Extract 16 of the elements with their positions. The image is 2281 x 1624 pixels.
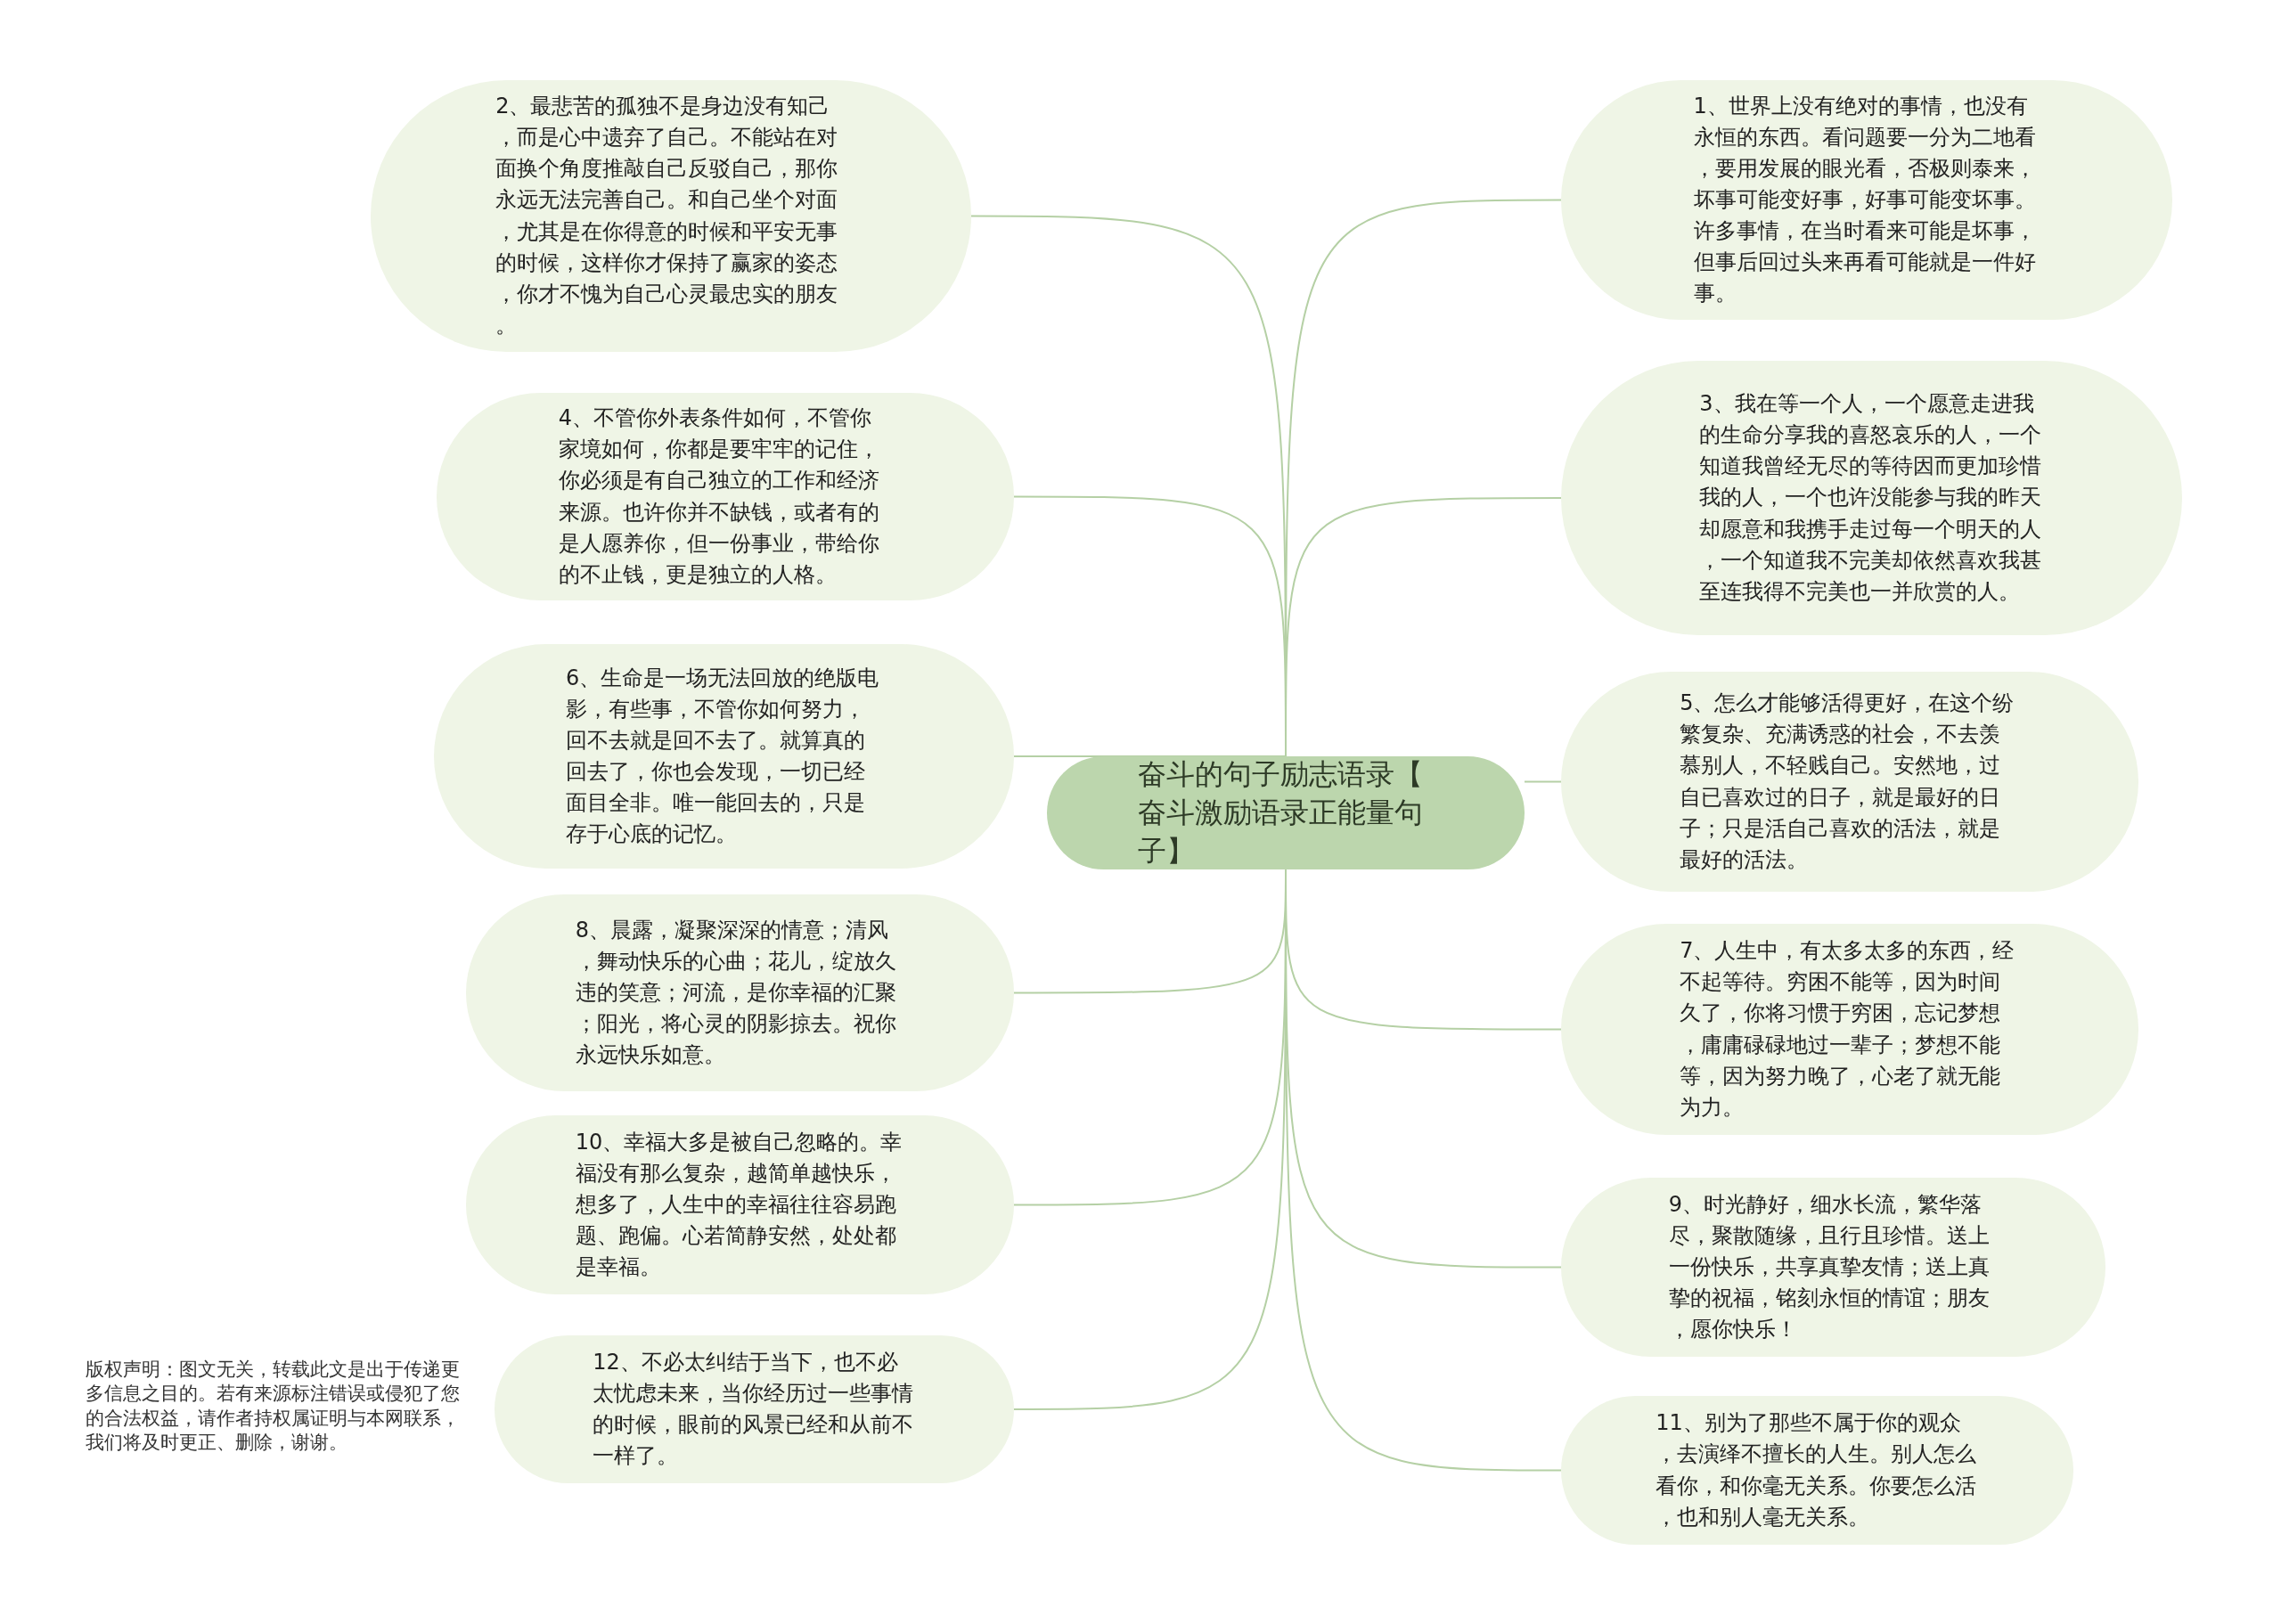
quote-text: 2、最悲苦的孤独不是身边没有知己，而是心中遗弃了自己。不能站在对面换个角度推敲自己反驳自己，那你永远无法完善自己。和自己坐个对面，尤其是在你得意的时候和平安无事的时候，这样你才保持了赢家的姿态，你才不愧为自己心灵最忠实的朋友。 bbox=[495, 93, 839, 339]
quote-text: 6、生命是一场无法回放的绝版电影，有些事，不管你如何努力，回不去就是回不去了。就算真的回去了，你也会发现，一切已经面目全非。唯一能回去的，只是存于心底的记忆。 bbox=[565, 664, 880, 849]
quote-text: 5、怎么才能够活得更好，在这个纷繁复杂、充满诱惑的社会，不去羡慕别人，不轻贱自己。安然地，过自已喜欢过的日子，就是最好的日子；只是活自己喜欢的活法，就是最好的活法。 bbox=[1680, 690, 2015, 874]
connector-line bbox=[1013, 755, 1287, 757]
topic-title: 奋斗的句子励志语录【奋斗激励语录正能量句子】 bbox=[1137, 755, 1424, 870]
quote-text: 12、不必太纠结于当下，也不必太忧虑未来，当你经历过一些事情的时候，眼前的风景已经和从前不一样了。 bbox=[593, 1348, 915, 1471]
quote-text: 1、世界上没有绝对的事情，也没有永恒的东西。看问题要一分为二地看，要用发展的眼光看，否极则泰来，坏事可能变好事，好事可能变坏事。许多事情，在当时看来可能是坏事，但事后回过头来再看可能就是一件好事。 bbox=[1693, 92, 2037, 308]
quote-text: 9、时光静好，细水长流，繁华落尽，聚散随缘，且行且珍惜。送上一份快乐，共享真挚友情；送上真挚的祝福，铭刻永恒的情谊；朋友，愿你快乐！ bbox=[1668, 1190, 1991, 1344]
copyright-note: 版权声明：图文无关，转载此文是出于传递更多信息之目的。若有来源标注错误或侵犯了您的合法权益，请作者持权属证明与本网联系，我们将及时更正、删除，谢谢。 bbox=[86, 1358, 460, 1455]
quote-text: 11、别为了那些不属于你的观众，去演绎不擅长的人生。别人怎么看你，和你毫无关系。你要怎么活，也和别人毫无关系。 bbox=[1656, 1409, 1978, 1531]
quote-text: 8、晨露，凝聚深深的情意；清风，舞动快乐的心曲；花儿，绽放久违的笑意；河流，是你幸福的汇聚；阳光，将心灵的阴影掠去。祝你永远快乐如意。 bbox=[575, 916, 897, 1070]
quote-text: 3、我在等一个人，一个愿意走进我的生命分享我的喜怒哀乐的人，一个知道我曾经无尽的等待因而更加珍惜我的人，一个也许没能参与我的昨天却愿意和我携手走过每一个明天的人，一个知道我不完美却依然喜欢我甚至连我得不完美也一并欣赏的人。 bbox=[1699, 390, 2043, 606]
connector-line bbox=[1524, 780, 1562, 783]
quote-text: 7、人生中，有太多太多的东西，经不起等待。穷困不能等，因为时间久了，你将习惯于穷困，忘记梦想，庸庸碌碌地过一辈子；梦想不能等，因为努力晚了，心老了就无能为力。 bbox=[1680, 937, 2015, 1122]
quote-text: 10、幸福大多是被自己忽略的。幸福没有那么复杂，越简单越快乐，想多了，人生中的幸福往往容易跑题、跑偏。心若简静安然，处处都是幸福。 bbox=[575, 1128, 903, 1282]
quote-text: 4、不管你外表条件如何，不管你家境如何，你都是要牢牢的记住，你必须是有自己独立的工作和经济来源。也许你并不缺钱，或者有的是人愿养你，但一份事业，带给你的不止钱，更是独立的人格。 bbox=[558, 404, 880, 589]
